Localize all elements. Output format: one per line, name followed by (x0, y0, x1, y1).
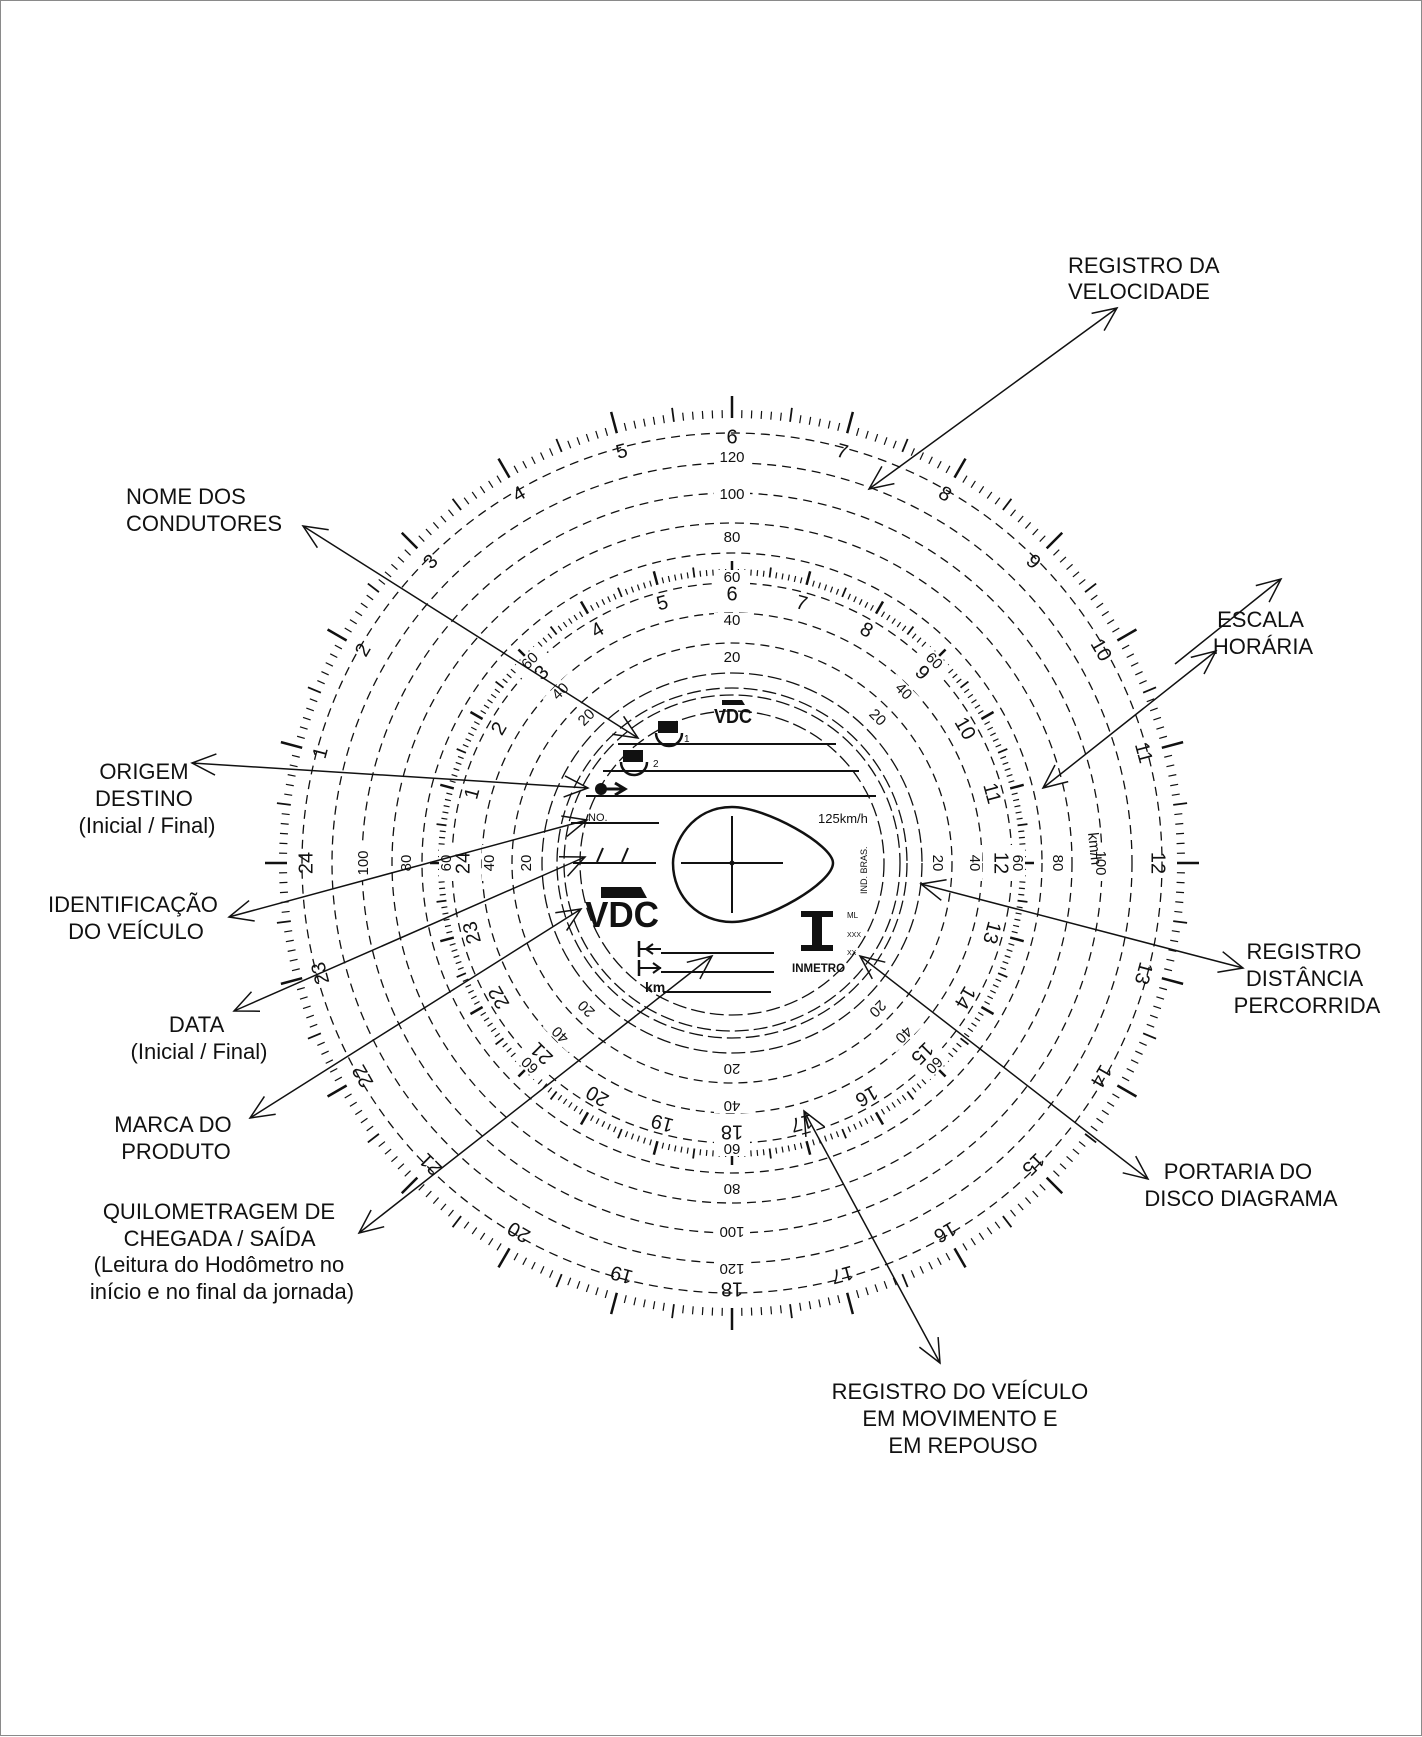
hour-label-outer-21: 21 (415, 1148, 446, 1179)
hour-label-inner-18: 18 (721, 1121, 743, 1143)
driver-1-icon: 1 (656, 721, 690, 746)
speed-unit-label: km/h (1084, 832, 1104, 866)
brand-small-text: VDC (714, 706, 752, 728)
hour-label-outer-7: 7 (834, 440, 850, 464)
speed-label-100: 100 (719, 486, 744, 503)
callout-nome-condutores: NOME DOS CONDUTORES (126, 484, 282, 536)
max-speed-label: 125km/h (818, 811, 868, 826)
cert-code-xxx: XXX (847, 932, 861, 939)
speed-label-20: 20 (724, 1060, 741, 1077)
vdc-brand-logo: VDC (585, 887, 659, 935)
inmetro-logo: INMETRO ML XXX XX (792, 911, 861, 975)
brand-text: VDC (585, 894, 659, 935)
speed-label-20: 20 (724, 649, 741, 666)
callout-labels: REGISTRO DA VELOCIDADE NOME DOS CONDUTOR… (48, 253, 1381, 1458)
hour-label-outer-4: 4 (509, 482, 530, 507)
hour-label-inner-10: 10 (950, 714, 980, 744)
hour-label-inner-22: 22 (484, 982, 514, 1012)
hour-label-outer-9: 9 (1021, 550, 1044, 573)
hour-label-inner-19: 19 (649, 1109, 676, 1136)
speed-label-60: 60 (1009, 855, 1026, 872)
hour-label-outer-19: 19 (608, 1261, 635, 1288)
speed-label-60: 60 (724, 1140, 741, 1157)
callout-registro-velocidade: REGISTRO DA VELOCIDADE (1068, 253, 1224, 304)
vdc-small-logo: VDC (714, 700, 752, 728)
center-hole-outline (673, 807, 833, 922)
arrow-marca-produto (250, 909, 581, 1118)
hour-label-inner-8: 8 (856, 618, 877, 643)
hour-label-inner-7: 7 (793, 591, 809, 615)
callout-identificacao-veiculo: IDENTIFICAÇÃO DO VEÍCULO (48, 892, 224, 944)
date-field (573, 848, 656, 863)
hour-label-outer-12: 12 (1147, 852, 1169, 874)
odometer-unit: km (645, 979, 665, 995)
disc-center-area: 1 2 NO. VDC VDC (571, 700, 876, 995)
hour-label-outer-15: 15 (1017, 1148, 1048, 1179)
speed-label-120: 120 (719, 449, 744, 466)
ind-bras-label: IND. BRAS. (859, 846, 869, 894)
cert-code-ml: ML (847, 911, 859, 920)
hour-label-inner-6: 6 (726, 583, 737, 605)
origin-destination-icon (595, 783, 625, 795)
arrow-nome-condutores (303, 526, 638, 738)
speed-label-40: 40 (481, 855, 498, 872)
speed-label-40: 40 (724, 612, 741, 629)
hour-label-outer-3: 3 (419, 550, 442, 573)
callout-origem-destino: ORIGEM DESTINO (Inicial / Final) (79, 759, 216, 838)
hour-label-inner-4: 4 (587, 618, 608, 643)
callout-data: DATA (Inicial / Final) (131, 1012, 268, 1064)
hour-label-outer-24: 24 (295, 852, 317, 874)
arrow-registro-movimento (804, 1111, 940, 1363)
arrow-origem-destino (192, 763, 588, 788)
speed-label-20: 20 (518, 855, 535, 872)
hour-label-inner-11: 11 (978, 781, 1005, 807)
speed-label-120: 120 (719, 1260, 744, 1277)
callout-registro-distancia: REGISTRO DISTÂNCIA PERCORRIDA (1234, 939, 1381, 1018)
callout-escala-horaria: ESCALA HORÁRIA (1213, 607, 1314, 659)
speed-label-80: 80 (724, 529, 741, 546)
hour-label-outer-11: 11 (1130, 740, 1157, 766)
hour-label-outer-1: 1 (309, 745, 333, 761)
hour-label-inner-5: 5 (654, 591, 670, 615)
speed-label-80: 80 (1049, 855, 1066, 872)
callout-registro-movimento: REGISTRO DO VEÍCULO EM MOVIMENTO E EM RE… (832, 1379, 1095, 1458)
inmetro-text: INMETRO (792, 963, 845, 975)
hour-label-inner-20: 20 (583, 1081, 613, 1111)
hour-label-inner-13: 13 (978, 919, 1005, 946)
hour-label-inner-23: 23 (459, 919, 486, 946)
speed-label-100: 100 (719, 1223, 744, 1240)
speed-label-40: 40 (966, 855, 983, 872)
hour-label-inner-2: 2 (487, 718, 512, 739)
cert-code-xx: XX (847, 950, 857, 957)
svg-text:2: 2 (653, 759, 659, 770)
hour-label-outer-18: 18 (721, 1278, 743, 1300)
hour-label-outer-17: 17 (829, 1261, 856, 1288)
hour-label-inner-1: 1 (460, 785, 484, 801)
hour-label-inner-14: 14 (950, 982, 980, 1012)
hour-label-outer-5: 5 (614, 440, 630, 464)
speed-label-20: 20 (929, 855, 946, 872)
hour-label-outer-6: 6 (726, 426, 737, 448)
arrow-registro-velocidade (869, 308, 1117, 489)
hour-label-outer-16: 16 (930, 1217, 960, 1247)
hour-label-outer-13: 13 (1130, 960, 1157, 987)
arrow-quilometragem (359, 956, 712, 1233)
callout-arrows (192, 308, 1281, 1363)
hour-label-inner-16: 16 (851, 1081, 881, 1111)
speed-label-80: 80 (724, 1180, 741, 1197)
speed-label-100: 100 (355, 850, 372, 875)
hour-label-inner-12: 12 (990, 852, 1012, 874)
speed-label-40: 40 (724, 1097, 741, 1114)
callout-quilometragem: QUILOMETRAGEM DE CHEGADA / SAÍDA (Leitur… (90, 1199, 354, 1304)
callout-marca-produto: MARCA DO PRODUTO (114, 1112, 237, 1164)
speed-label-60: 60 (724, 569, 741, 586)
arrow-escala-horaria-1 (1043, 651, 1216, 788)
hour-label-outer-22: 22 (348, 1061, 378, 1091)
callout-portaria-disco: PORTARIA DO DISCO DIAGRAMA (1144, 1159, 1337, 1211)
arrow-registro-distancia (921, 884, 1243, 968)
